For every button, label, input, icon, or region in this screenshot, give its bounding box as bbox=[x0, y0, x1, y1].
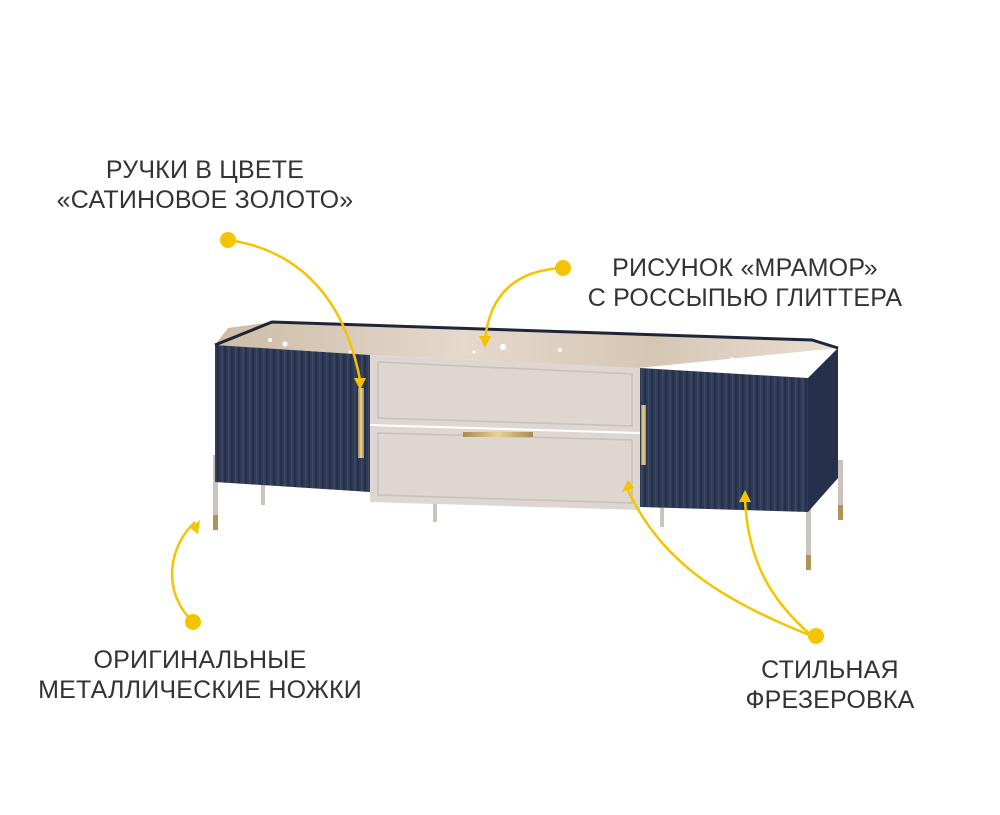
callout-milling-line2: ФРЕЗЕРОВКА bbox=[745, 686, 915, 714]
callout-handles: РУЧКИ В ЦВЕТЕ «САТИНОВОЕ ЗОЛОТО» bbox=[30, 155, 380, 215]
callout-handles-line1: РУЧКИ В ЦВЕТЕ bbox=[105, 156, 305, 184]
gold-handles bbox=[358, 388, 646, 465]
callout-marble-line1: РИСУНОК «МРАМОР» bbox=[612, 254, 878, 282]
glitter-sparkles bbox=[268, 338, 776, 368]
callout-legs-line2: МЕТАЛЛИЧЕСКИЕ НОЖКИ bbox=[38, 676, 362, 704]
left-fluted-door bbox=[215, 345, 370, 492]
callout-lines bbox=[170, 238, 813, 638]
callout-legs-line1: ОРИГИНАЛЬНЫЕ bbox=[93, 646, 307, 674]
callout-marble: РИСУНОК «МРАМОР» С РОССЫПЬЮ ГЛИТТЕРА bbox=[560, 253, 930, 313]
metal-legs bbox=[213, 455, 843, 570]
callout-milling: СТИЛЬНАЯ ФРЕЗЕРОВКА bbox=[720, 655, 940, 715]
arrowheads bbox=[190, 336, 751, 534]
marble-top bbox=[215, 322, 838, 368]
callout-handles-line2: «САТИНОВОЕ ЗОЛОТО» bbox=[56, 186, 354, 214]
callout-marble-line2: С РОССЫПЬЮ ГЛИТТЕРА bbox=[587, 284, 903, 312]
callout-dots bbox=[185, 232, 824, 644]
callout-legs: ОРИГИНАЛЬНЫЕ МЕТАЛЛИЧЕСКИЕ НОЖКИ bbox=[20, 645, 380, 705]
callout-milling-line1: СТИЛЬНАЯ bbox=[761, 656, 899, 684]
drawers bbox=[370, 355, 640, 510]
right-fluted-door bbox=[640, 368, 808, 512]
